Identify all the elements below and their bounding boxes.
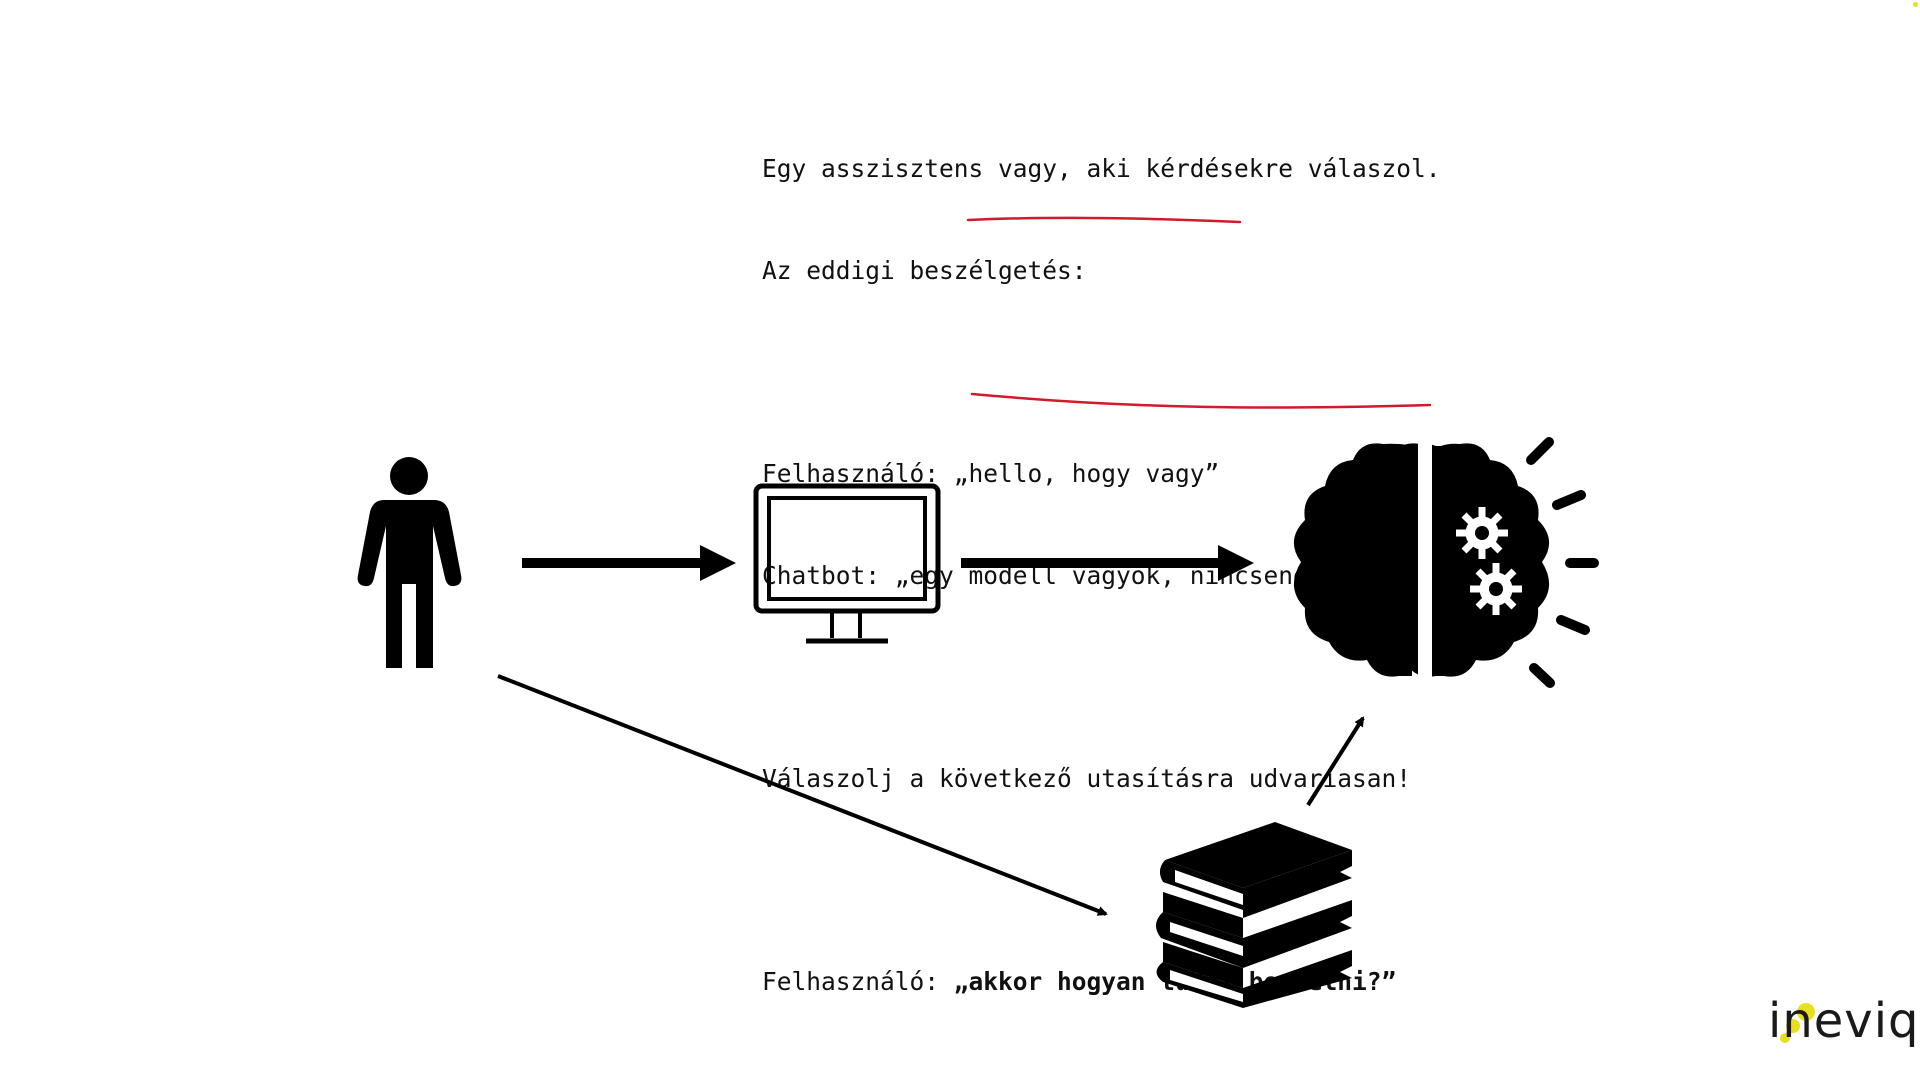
instruction-line: Válaszolj a következő utasításra udvaria…	[762, 764, 1412, 793]
turn-1-speaker: Felhasználó:	[762, 459, 954, 488]
brain-gears-icon	[1293, 437, 1599, 688]
prompt-line-1: Egy asszisztens vagy, aki kérdésekre vál…	[762, 154, 1441, 183]
underline-turn-3	[970, 392, 1432, 409]
person-icon	[357, 457, 462, 668]
ineviq-logo-mark	[1780, 1003, 1815, 1043]
books-icon	[1155, 822, 1352, 1008]
prompt-line-2: Az eddigi beszélgetés:	[762, 256, 1087, 285]
turn-1-text: „hello, hogy vagy”	[953, 459, 1220, 488]
arrow-person-to-books	[497, 674, 1108, 916]
underline-turn-1	[966, 216, 1242, 224]
corner-dot	[1913, 2, 1918, 7]
turn-1: Felhasználó: „hello, hogy vagy”	[762, 457, 1470, 491]
arrow-person-to-monitor	[522, 545, 736, 581]
arrow-books-to-brain	[1306, 716, 1365, 807]
ineviq-logo-text: ineviq	[1768, 993, 1920, 1049]
arrow-monitor-to-brain	[961, 545, 1254, 581]
monitor-icon	[753, 483, 941, 644]
turn-2-speaker: Chatbot:	[762, 561, 895, 590]
turn-3-speaker: Felhasználó:	[762, 967, 954, 996]
